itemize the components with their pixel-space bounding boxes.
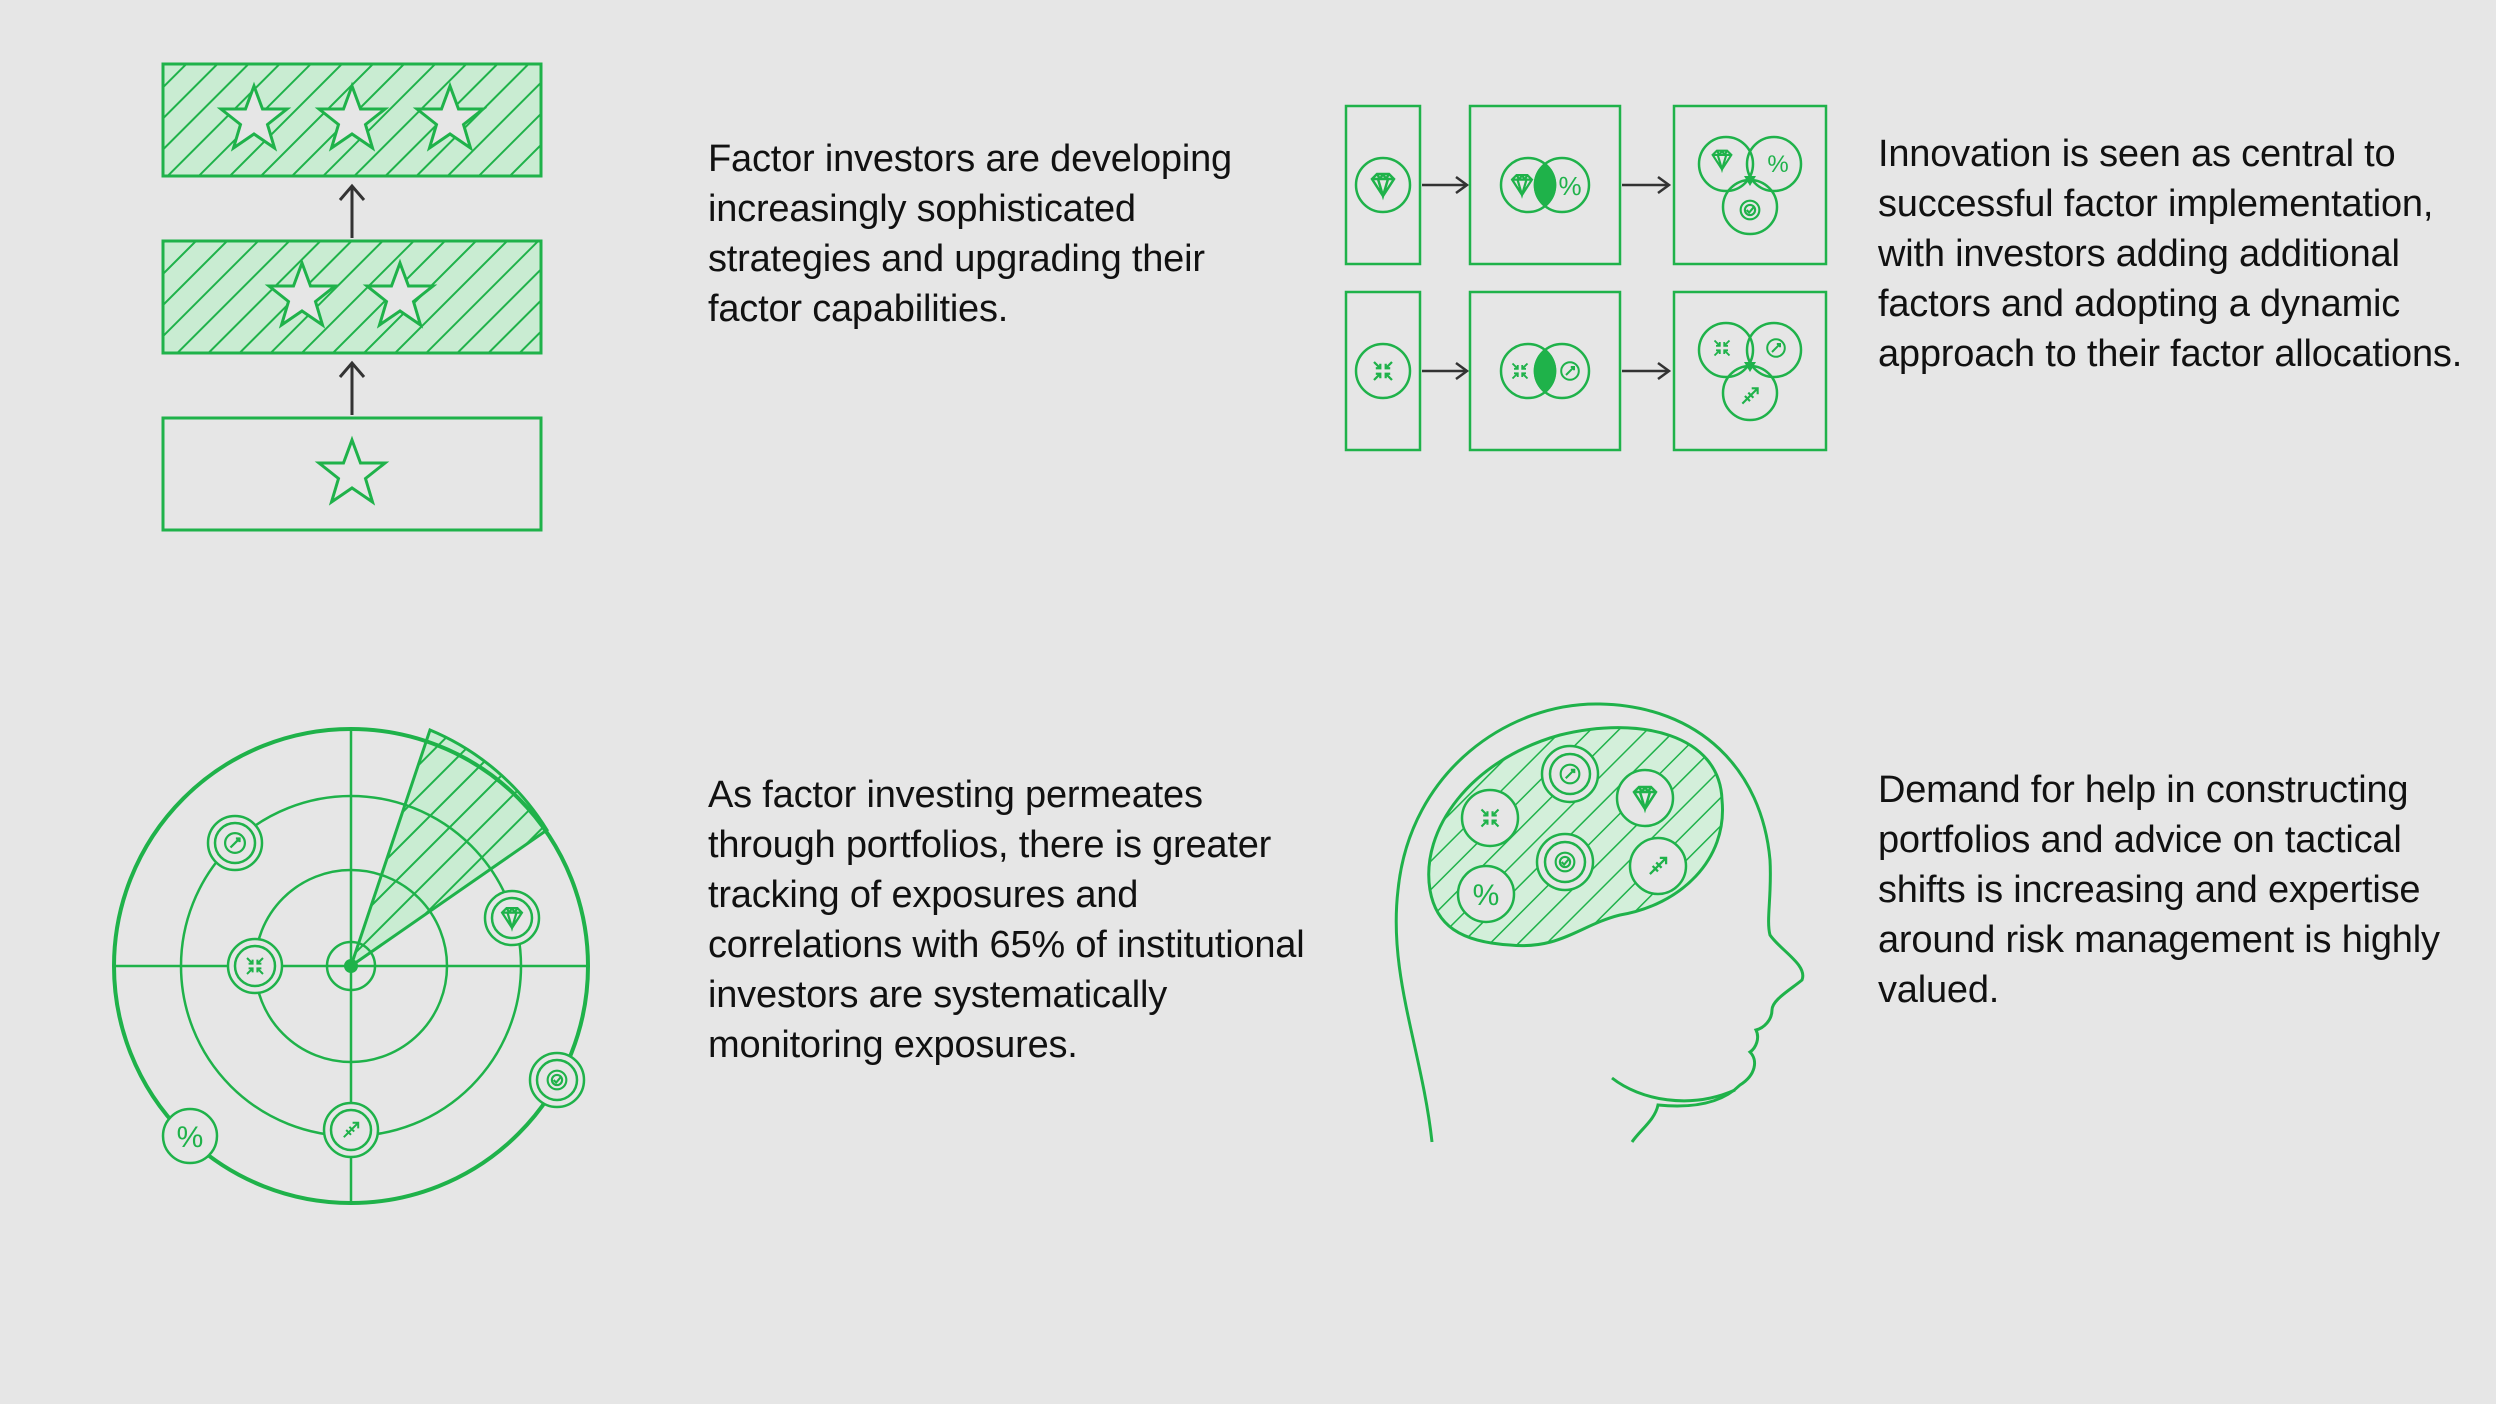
shrink-arrows-icon xyxy=(1511,362,1529,380)
arrow-right-icon xyxy=(1622,361,1672,381)
compass-icon xyxy=(1560,361,1580,381)
star-icon xyxy=(317,438,387,504)
flow-box xyxy=(1672,104,1828,266)
middle-hatched-box xyxy=(161,239,543,355)
stacked-star-boxes xyxy=(161,62,543,532)
radar-icon: % xyxy=(112,727,590,1205)
arrow-right-icon xyxy=(1622,175,1672,195)
flow-box xyxy=(1344,104,1422,266)
diamond-icon xyxy=(1711,149,1733,171)
arrow-right-icon xyxy=(1422,361,1470,381)
panel-text-innovation: Innovation is seen as central to success… xyxy=(1878,133,2463,375)
percent-icon: % xyxy=(177,1121,204,1154)
target-icon xyxy=(1739,199,1761,221)
panel-text-tracking-exposures: As factor investing permeates through po… xyxy=(708,774,1305,1066)
head-icon: % xyxy=(1394,702,1805,1143)
arrow-right-icon xyxy=(1422,175,1470,195)
bottom-box xyxy=(161,416,543,532)
arrow-up-icon xyxy=(338,360,366,415)
shrink-arrows-icon xyxy=(1372,360,1394,382)
diamond-icon xyxy=(1370,172,1396,198)
flow-box xyxy=(1672,290,1828,452)
arrow-up-icon xyxy=(338,183,366,238)
diamond-icon xyxy=(1510,173,1534,197)
flow-box xyxy=(1344,290,1422,452)
rising-arrow-icon xyxy=(1741,387,1759,405)
flow-box xyxy=(1468,290,1622,452)
percent-icon: % xyxy=(1767,151,1788,178)
compass-icon xyxy=(1766,338,1786,358)
panel-text-sophisticated-strategies: Factor investors are developing increasi… xyxy=(708,138,1232,330)
percent-icon: % xyxy=(1473,879,1500,912)
shrink-arrows-icon xyxy=(1713,339,1731,357)
factor-combination-flow: % % xyxy=(1344,104,1828,452)
head-outline xyxy=(1394,702,1805,1143)
percent-icon: % xyxy=(1558,171,1581,201)
panel-text-risk-management: Demand for help in constructing portfoli… xyxy=(1878,769,2440,1011)
flow-box xyxy=(1468,104,1622,266)
